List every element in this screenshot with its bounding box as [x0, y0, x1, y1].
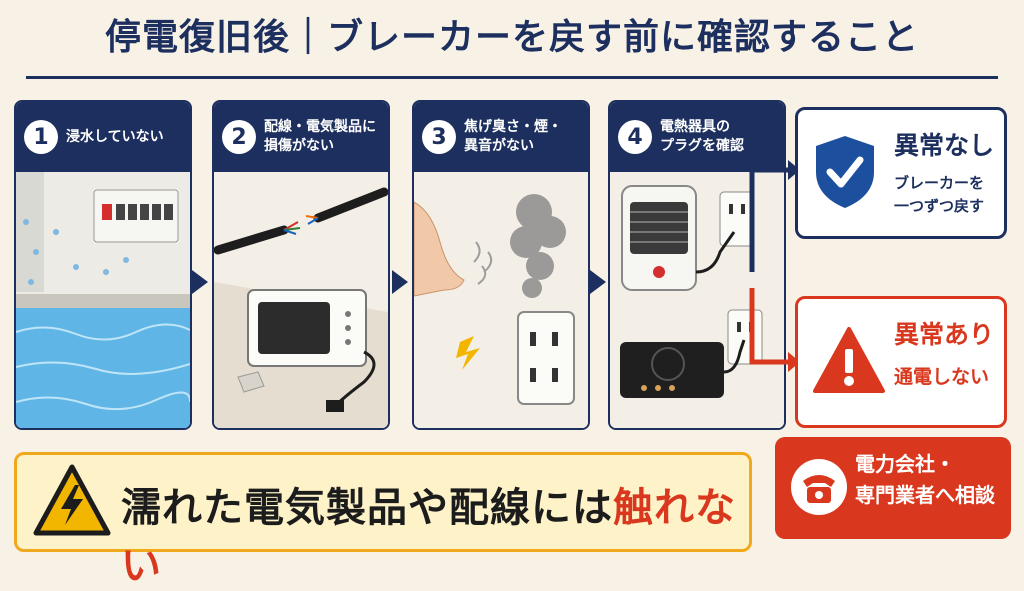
step-number: 4	[618, 120, 652, 154]
result-ok-card: 異常なし ブレーカーを一つずつ戻す	[795, 107, 1007, 239]
step-label: 配線・電気製品に損傷がない	[264, 118, 376, 156]
step-header: 1 浸水していない	[16, 102, 190, 172]
flooded-room-illustration	[16, 172, 190, 428]
warning-text: 濡れた電気製品や配線には触れない	[121, 475, 749, 591]
outlet-icon	[517, 311, 575, 405]
step-number: 1	[24, 120, 58, 154]
step-label: 電熱器具のプラグを確認	[660, 118, 744, 156]
phone-icon	[791, 459, 847, 515]
shield-check-icon	[816, 136, 874, 208]
arrow-right-icon	[392, 270, 408, 294]
warning-triangle-icon	[813, 327, 885, 393]
result-ng-title: 異常あり	[894, 320, 995, 349]
warning-main: 濡れた電気製品や配線には	[121, 485, 613, 531]
contact-card: 電力会社・専門業者へ相談	[775, 437, 1011, 539]
heater-plug-illustration	[610, 172, 784, 428]
nose-icon	[414, 201, 465, 297]
step-header: 2 配線・電気製品に損傷がない	[214, 102, 388, 172]
step-card-3: 3 焦げ臭さ・煙・異音がない	[412, 100, 590, 430]
smoke-smell-illustration	[414, 172, 588, 428]
step-header: 4 電熱器具のプラグを確認	[610, 102, 784, 172]
step-number: 3	[422, 120, 456, 154]
step-card-4: 4 電熱器具のプラグを確認	[608, 100, 786, 430]
step-header: 3 焦げ臭さ・煙・異音がない	[414, 102, 588, 172]
arrow-right-icon	[192, 270, 208, 294]
warning-banner: 濡れた電気製品や配線には触れない	[14, 452, 752, 589]
heater-icon	[621, 185, 697, 291]
damaged-appliance-illustration	[214, 172, 388, 428]
step-label-line: 損傷がない	[264, 138, 334, 154]
title-divider	[26, 76, 998, 79]
breaker-panel-icon	[102, 204, 173, 220]
step-label-line: 電熱器具の	[660, 119, 730, 136]
electric-hazard-icon	[33, 464, 111, 536]
step-label: 浸水していない	[66, 128, 164, 145]
step-label-line: 焦げ臭さ・煙・	[464, 119, 562, 136]
step-label-line: 配線・電気製品に	[264, 119, 376, 136]
spark-icon	[456, 336, 480, 370]
result-ok-sub-line: ブレーカーを	[894, 174, 985, 192]
step-card-2: 2 配線・電気製品に損傷がない	[212, 100, 390, 430]
arrow-right-icon	[590, 270, 606, 294]
result-ng-card: 異常あり 通電しない	[795, 296, 1007, 428]
frayed-cable-icon	[214, 187, 388, 255]
result-ok-sub-line: 一つずつ戻す	[894, 197, 985, 216]
step-number: 2	[222, 120, 256, 154]
microwave-icon	[247, 289, 376, 412]
induction-cooktop-icon	[620, 342, 724, 398]
smoke-icon	[510, 194, 566, 298]
contact-line: 電力会社・	[855, 452, 955, 476]
result-ng-sub: 通電しない	[894, 366, 990, 388]
step-card-1: 1 浸水していない	[14, 100, 192, 430]
contact-line: 専門業者へ相談	[855, 483, 995, 507]
step-label-line: プラグを確認	[660, 138, 744, 154]
branch-connector	[749, 160, 800, 372]
step-label-line: 異音がない	[464, 138, 534, 154]
result-ok-sub: ブレーカーを一つずつ戻す	[894, 172, 984, 219]
step-label: 焦げ臭さ・煙・異音がない	[464, 118, 562, 156]
result-ok-title: 異常なし	[894, 131, 995, 160]
page-title: 停電復旧後｜ブレーカーを戻す前に確認すること	[104, 17, 919, 58]
contact-text: 電力会社・専門業者へ相談	[855, 449, 995, 511]
